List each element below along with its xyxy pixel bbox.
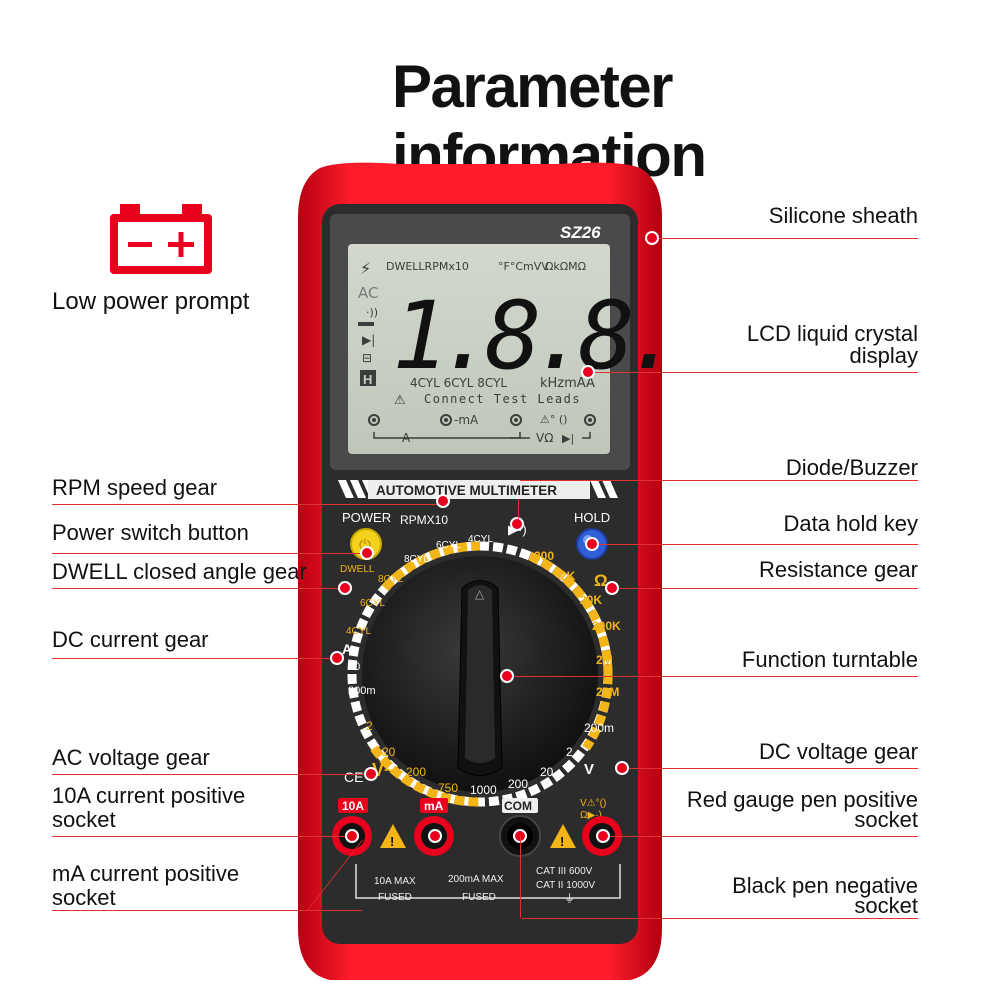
lcd-top-left: DWELLRPMx10 [386, 260, 469, 273]
battery-icon [110, 204, 212, 274]
svg-text:▶|: ▶| [562, 432, 574, 445]
dial-8cyl: 8CYL [404, 554, 429, 565]
label-rpm: RPM speed gear [52, 475, 218, 500]
label-ma-2: socket [52, 885, 116, 910]
socket-ma-label: mA [424, 799, 444, 813]
dial-200: 200 [534, 549, 554, 563]
label-black-pen-1: Black pen negative [732, 873, 918, 898]
lcd-units-right: kHzmAA [540, 376, 595, 391]
label-dwell: DWELL closed angle gear [52, 559, 307, 584]
label-red-pen-2: socket [854, 807, 918, 832]
dial-dwell-4cyl: 4CYL [346, 626, 371, 637]
lcd-top-units: ΩkΩMΩ [545, 260, 586, 273]
dial-acv-2: 2 [366, 719, 373, 733]
note-cat-ii: CAT II 1000V [536, 880, 595, 891]
socket-10a-label: 10A [342, 799, 364, 813]
lcd-warning: Connect Test Leads [424, 392, 581, 406]
label-diode: Diode/Buzzer [785, 455, 918, 480]
multimeter: SZ26 ⚡ DWELLRPMx10 °F°CmVV ΩkΩMΩ AC ·)) … [298, 162, 670, 980]
dial-dcv-20: 20 [540, 765, 554, 779]
dial-4cyl: 4CYL [468, 534, 493, 545]
note-10a-fused: FUSED [378, 892, 412, 903]
lcd-digits: 1.8.8.8 [392, 282, 670, 391]
lcd-top-right: °F°CmVV [498, 260, 549, 273]
power-label: POWER [342, 510, 391, 525]
label-turntable: Function turntable [741, 647, 918, 672]
svg-text:·)): ·)) [366, 306, 378, 319]
dial-dcv-1000: 1000 [470, 783, 497, 797]
dial-dwell-6cyl: 6CYL [360, 598, 385, 609]
dial-acv-200: 200 [406, 765, 426, 779]
label-power-switch: Power switch button [52, 520, 249, 545]
label-dc-current: DC current gear [52, 627, 209, 652]
svg-text:⚡: ⚡ [360, 259, 371, 278]
dial-dwell: DWELL [340, 564, 375, 575]
dial-a-10: 10 [348, 661, 360, 673]
label-lcd-1: LCD liquid crystal [746, 321, 918, 346]
socket-v-symbols-icon: V⚠°() [580, 798, 606, 809]
hold-label: HOLD [574, 510, 610, 525]
label-dc-voltage: DC voltage gear [759, 739, 918, 764]
lcd-cyl: 4CYL 6CYL 8CYL [410, 376, 507, 390]
dial-20m: 20M [596, 685, 619, 699]
dial-a-200m: 200m [348, 685, 376, 697]
panel-title: AUTOMOTIVE MULTIMETER [376, 483, 557, 498]
dial-v-dc: V [584, 761, 594, 778]
lcd-ma: -mA [454, 413, 479, 427]
dial-6cyl: 6CYL [436, 540, 461, 551]
lcd-screen [348, 244, 610, 454]
dial-a-dc: A [342, 641, 352, 657]
svg-text:⊟: ⊟ [362, 351, 372, 365]
socket-com-label: COM [504, 799, 532, 813]
pointer-icon: △ [475, 587, 485, 601]
lcd-ac: AC [358, 284, 378, 302]
label-hold: Data hold key [783, 511, 918, 536]
dial-20k: 20K [580, 593, 602, 607]
label-ac-voltage: AC voltage gear [52, 745, 210, 770]
dial-acv-20: 20 [382, 745, 396, 759]
ce-mark-icon: CE [344, 769, 363, 785]
label-resistance: Resistance gear [759, 557, 918, 582]
svg-text:▶|: ▶| [362, 333, 375, 347]
svg-text:!: ! [560, 834, 564, 849]
note-cat-iii: CAT III 600V [536, 866, 593, 877]
socket-ohm-symbols-icon: Ω▶·) [580, 810, 602, 821]
warning-icon: ! ! [380, 824, 576, 849]
ground-icon: ⏚ [564, 892, 575, 905]
dial-2k: 2K [560, 569, 576, 583]
dial-ohm: Ω [594, 571, 608, 590]
lcd-vohm: VΩ [536, 431, 553, 445]
note-ma-fused: FUSED [462, 892, 496, 903]
lcd-hold: H [363, 372, 372, 387]
lcd-a: A [402, 431, 411, 445]
label-red-pen-1: Red gauge pen positive [686, 787, 918, 812]
note-10a-max: 10A MAX [374, 876, 416, 887]
note-ma-max: 200mA MAX [448, 874, 504, 885]
page-title: Parameter information [392, 53, 707, 189]
dial-dcv-200m: 200m [584, 721, 614, 735]
label-10a-2: socket [52, 807, 116, 832]
label-10a-1: 10A current positive [52, 783, 246, 808]
label-black-pen-2: socket [854, 893, 918, 918]
dial-dcv-2: 2 [566, 745, 573, 759]
dial-2m: 2M [596, 653, 613, 667]
dial-acv-750: 750 [438, 781, 458, 795]
svg-text:!: ! [390, 834, 394, 849]
svg-text:⚠° (): ⚠° () [540, 413, 567, 426]
label-lcd-2: display [849, 343, 918, 368]
label-silicone: Silicone sheath [768, 203, 918, 228]
model-label: SZ26 [560, 223, 601, 242]
label-ma-1: mA current positive [52, 861, 240, 886]
rpm-label: RPMX10 [400, 513, 448, 527]
svg-text:⚠: ⚠ [394, 393, 406, 408]
low-power-label: Low power prompt [52, 288, 250, 315]
dial-dwell-8cyl: 8CYL [378, 574, 403, 585]
dial-200k: 200K [592, 619, 621, 633]
dial-dcv-200: 200 [508, 777, 528, 791]
